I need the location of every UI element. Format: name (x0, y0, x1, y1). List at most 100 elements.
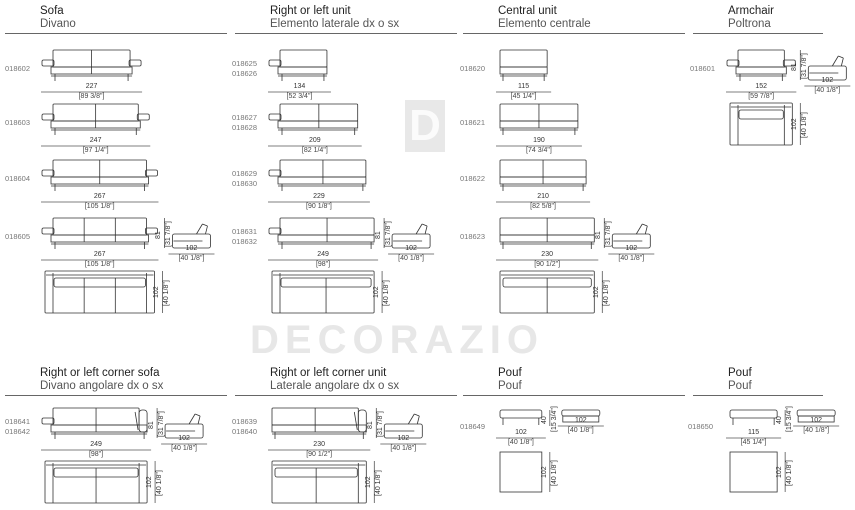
width-cm: 229 (313, 193, 325, 200)
height-cm: 81 (791, 63, 799, 71)
depth-inches: [40 1/8"] (618, 255, 645, 262)
width-inches: [40 1/8"] (507, 439, 534, 446)
height-cm: 81 (367, 421, 375, 429)
width-cm: 115 (517, 83, 530, 90)
product-code: 018620 (460, 64, 486, 73)
product-code: 018604 (5, 174, 31, 183)
seat-band (50, 120, 141, 129)
seat-band (50, 234, 149, 243)
pouf-side-base (797, 415, 835, 423)
section-subtitle: Divano angolare dx o sx (40, 380, 164, 392)
backrest-line (197, 415, 201, 425)
height-cm: 40 (540, 416, 548, 424)
product-code: 018628 (232, 123, 258, 132)
armrest-tray (41, 113, 55, 121)
backrest-line (421, 223, 428, 227)
width-cm: 210 (537, 193, 549, 200)
section-divider (463, 33, 685, 34)
backrest-line (635, 223, 643, 235)
seat-band (50, 176, 149, 185)
product-code: 018622 (460, 174, 486, 183)
width-inches: [45 1/4"] (740, 439, 767, 446)
height-cm: 102 (540, 466, 548, 478)
width-inches: [98"] (315, 261, 331, 268)
back-cushion (499, 49, 548, 68)
armrest-tray (268, 169, 282, 177)
pouf-top (499, 409, 543, 419)
width-cm: 209 (309, 137, 321, 144)
height-inches: [31 7/8"] (377, 411, 385, 437)
section-title: Pouf (498, 367, 522, 379)
height-inches: [40 1/8"] (156, 470, 164, 496)
product-code: 018621 (460, 118, 486, 127)
plan-outline (271, 270, 375, 314)
section-divider (693, 33, 823, 34)
seat-band (50, 66, 133, 75)
section-title: Central unit (498, 5, 557, 17)
section-title: Pouf (728, 367, 752, 379)
height-cm: 81 (148, 421, 156, 429)
width-inches: [90 1/2"] (306, 451, 333, 458)
depth-inches: [40 1/8"] (803, 427, 830, 434)
backrest-line (202, 223, 208, 227)
product-code: 018639 (232, 417, 258, 426)
depth-inches: [40 1/8"] (390, 445, 417, 452)
product-code: 018630 (232, 179, 258, 188)
armrest-tray (726, 59, 740, 67)
corner-arm (357, 409, 367, 433)
height-inches: [40 1/8"] (786, 460, 794, 486)
product-code: 018605 (5, 232, 31, 241)
height-inches: [15 3/4"] (550, 406, 558, 432)
depth-inches: [40 1/8"] (178, 255, 205, 262)
armrest-tray (145, 227, 158, 235)
backrest-line (831, 55, 839, 67)
plan-outline (729, 102, 793, 146)
product-code: 018602 (5, 64, 31, 73)
width-inches: [52 3/4"] (286, 93, 313, 100)
section-subtitle: Poltrona (728, 18, 771, 30)
seat-band (277, 176, 367, 185)
width-inches: [105 1/8"] (84, 261, 115, 268)
product-code: 018629 (232, 169, 258, 178)
height-cm: 40 (776, 416, 784, 424)
depth-cm: 102 (821, 77, 834, 84)
pouf-plan (729, 451, 778, 493)
backrest-line (644, 225, 648, 235)
product-code: 018603 (5, 118, 31, 127)
width-cm: 134 (293, 83, 306, 90)
plan-outline (44, 270, 155, 314)
section-divider (5, 395, 227, 396)
height-inches: [31 7/8"] (605, 221, 613, 247)
back-cushion (52, 217, 147, 236)
section-title: Sofa (40, 5, 64, 17)
seat-band (277, 120, 359, 129)
depth-inches: [40 1/8"] (814, 87, 841, 94)
depth-cm: 102 (574, 417, 587, 424)
plan-outline (271, 460, 367, 504)
plan-back-cushion (738, 109, 784, 120)
product-code: 018626 (232, 69, 258, 78)
width-cm: 249 (90, 441, 102, 448)
width-cm: 267 (93, 193, 106, 200)
seat-band (735, 66, 787, 75)
seat-band (499, 120, 579, 129)
corner-arm (138, 409, 148, 433)
height-inches: [40 1/8"] (550, 460, 558, 486)
seat-band (499, 176, 587, 185)
width-inches: [90 1/2"] (534, 261, 561, 268)
depth-cm: 102 (178, 435, 190, 442)
armrest-tray (268, 59, 282, 67)
height-inches: [40 1/8"] (163, 280, 171, 306)
section-title: Armchair (728, 5, 775, 17)
backrest-line (838, 55, 844, 59)
backrest-line (407, 413, 415, 425)
armrest-tray (41, 417, 55, 425)
seat-band (277, 234, 375, 243)
section-subtitle: Pouf (498, 380, 522, 392)
section-title: Right or left unit (270, 5, 351, 17)
height-cm: 102 (776, 466, 784, 478)
product-code: 018627 (232, 113, 258, 122)
section-subtitle: Divano (40, 18, 76, 30)
